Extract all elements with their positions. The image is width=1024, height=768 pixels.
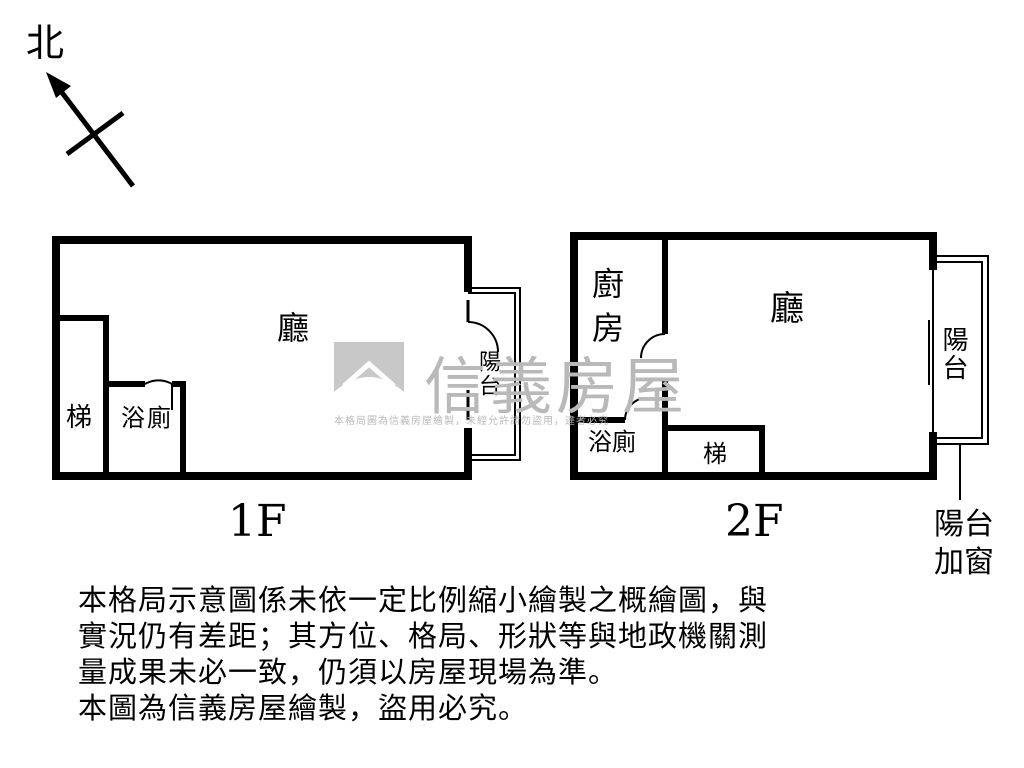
floor1-stairs-label: 梯: [66, 403, 93, 433]
floor2-stairs-label: 梯: [703, 440, 727, 468]
disclaimer-line: 量成果未必一致，仍須以房屋現場為準。: [78, 655, 619, 689]
floor2-kitchen-label: 廚房: [592, 265, 625, 347]
brand-watermark: 信義房屋 本格局圖為信義房屋繪製，未經允許請勿盜用，違者必究: [334, 338, 694, 428]
floor2-bath-label: 浴廁: [588, 428, 636, 456]
floor2-balcony-label: 陽台: [938, 326, 968, 382]
north-label: 北: [26, 21, 65, 65]
floor1-title: 1F: [228, 496, 287, 547]
disclaimer-line: 本格局示意圖係未依一定比例縮小繪製之概繪圖，與: [78, 583, 769, 617]
floor1-bath-label: 浴廁: [121, 404, 173, 432]
floor2-balcony-window-callout: 陽台加窗: [934, 507, 994, 580]
watermark-subtitle: 本格局圖為信義房屋繪製，未經允許請勿盜用，違者必究: [334, 416, 609, 427]
north-arrow-icon: [46, 72, 135, 188]
floor2-living-label: 廳: [770, 289, 804, 329]
disclaimer-line: 本圖為信義房屋繪製，盜用必究。: [78, 691, 529, 725]
floor1-plan: [52, 236, 521, 480]
brand-logo-icon: [334, 342, 404, 408]
disclaimer-text: 本格局示意圖係未依一定比例縮小繪製之概繪圖，與 實況仍有差距；其方位、格局、形狀…: [78, 582, 938, 726]
disclaimer-line: 實況仍有差距；其方位、格局、形狀等與地政機關測: [78, 619, 769, 653]
floor1-living-label: 廳: [277, 309, 310, 347]
floor2-plan: [570, 232, 989, 500]
watermark-brand-text: 信義房屋: [424, 350, 689, 423]
floor1-balcony-label: 陽台: [475, 350, 500, 398]
floor2-title: 2F: [725, 496, 784, 547]
